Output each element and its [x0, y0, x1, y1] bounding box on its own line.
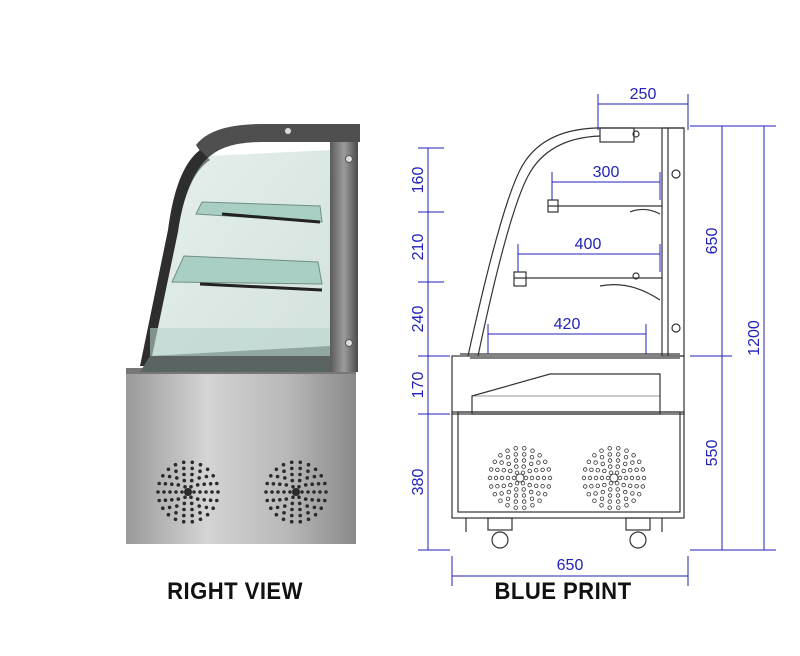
- cabinet-body: [126, 372, 356, 544]
- dim-shelf-1-depth: 300: [593, 164, 620, 181]
- dimension-labels: 250 300 400 420 650 160 210 240 170 380 …: [410, 86, 763, 574]
- dim-shelf-2-depth: 400: [575, 236, 602, 253]
- dim-total-height: 1200: [746, 320, 763, 356]
- glass-shelf-1: [195, 201, 323, 223]
- bp-vent-right: [581, 446, 647, 510]
- top-canopy: [196, 124, 360, 160]
- dim-top-depth: 250: [630, 86, 657, 103]
- blue-print-caption: BLUE PRINT: [494, 578, 632, 605]
- bp-caster-left: [491, 531, 509, 549]
- bp-cabinet: [451, 355, 685, 415]
- dim-spacing-5: 380: [410, 469, 427, 496]
- glass-shelf-2: [171, 255, 323, 285]
- right-view-caption: RIGHT VIEW: [167, 578, 303, 605]
- dimension-lines: [418, 94, 776, 586]
- dim-spacing-1: 160: [410, 167, 427, 194]
- dim-lower-height: 550: [704, 440, 721, 467]
- dim-spacing-3: 240: [410, 306, 427, 333]
- bp-vent-left: [487, 446, 553, 510]
- rear-post: [330, 124, 358, 372]
- dim-spacing-4: 170: [410, 372, 427, 399]
- curved-front-glass: [140, 150, 210, 366]
- blueprint-drawing: [451, 127, 685, 549]
- right-view-illustration: [126, 124, 360, 544]
- vent-grille-right: [264, 460, 328, 524]
- dim-base-shelf-depth: 420: [554, 316, 581, 333]
- dim-spacing-2: 210: [410, 234, 427, 261]
- dim-total-depth: 650: [557, 557, 584, 574]
- bp-rear-column: [661, 127, 685, 357]
- bp-caster-right: [629, 531, 647, 549]
- vent-grille-left: [156, 460, 220, 524]
- bp-curved-glass: [467, 127, 597, 357]
- dim-upper-height: 650: [704, 228, 721, 255]
